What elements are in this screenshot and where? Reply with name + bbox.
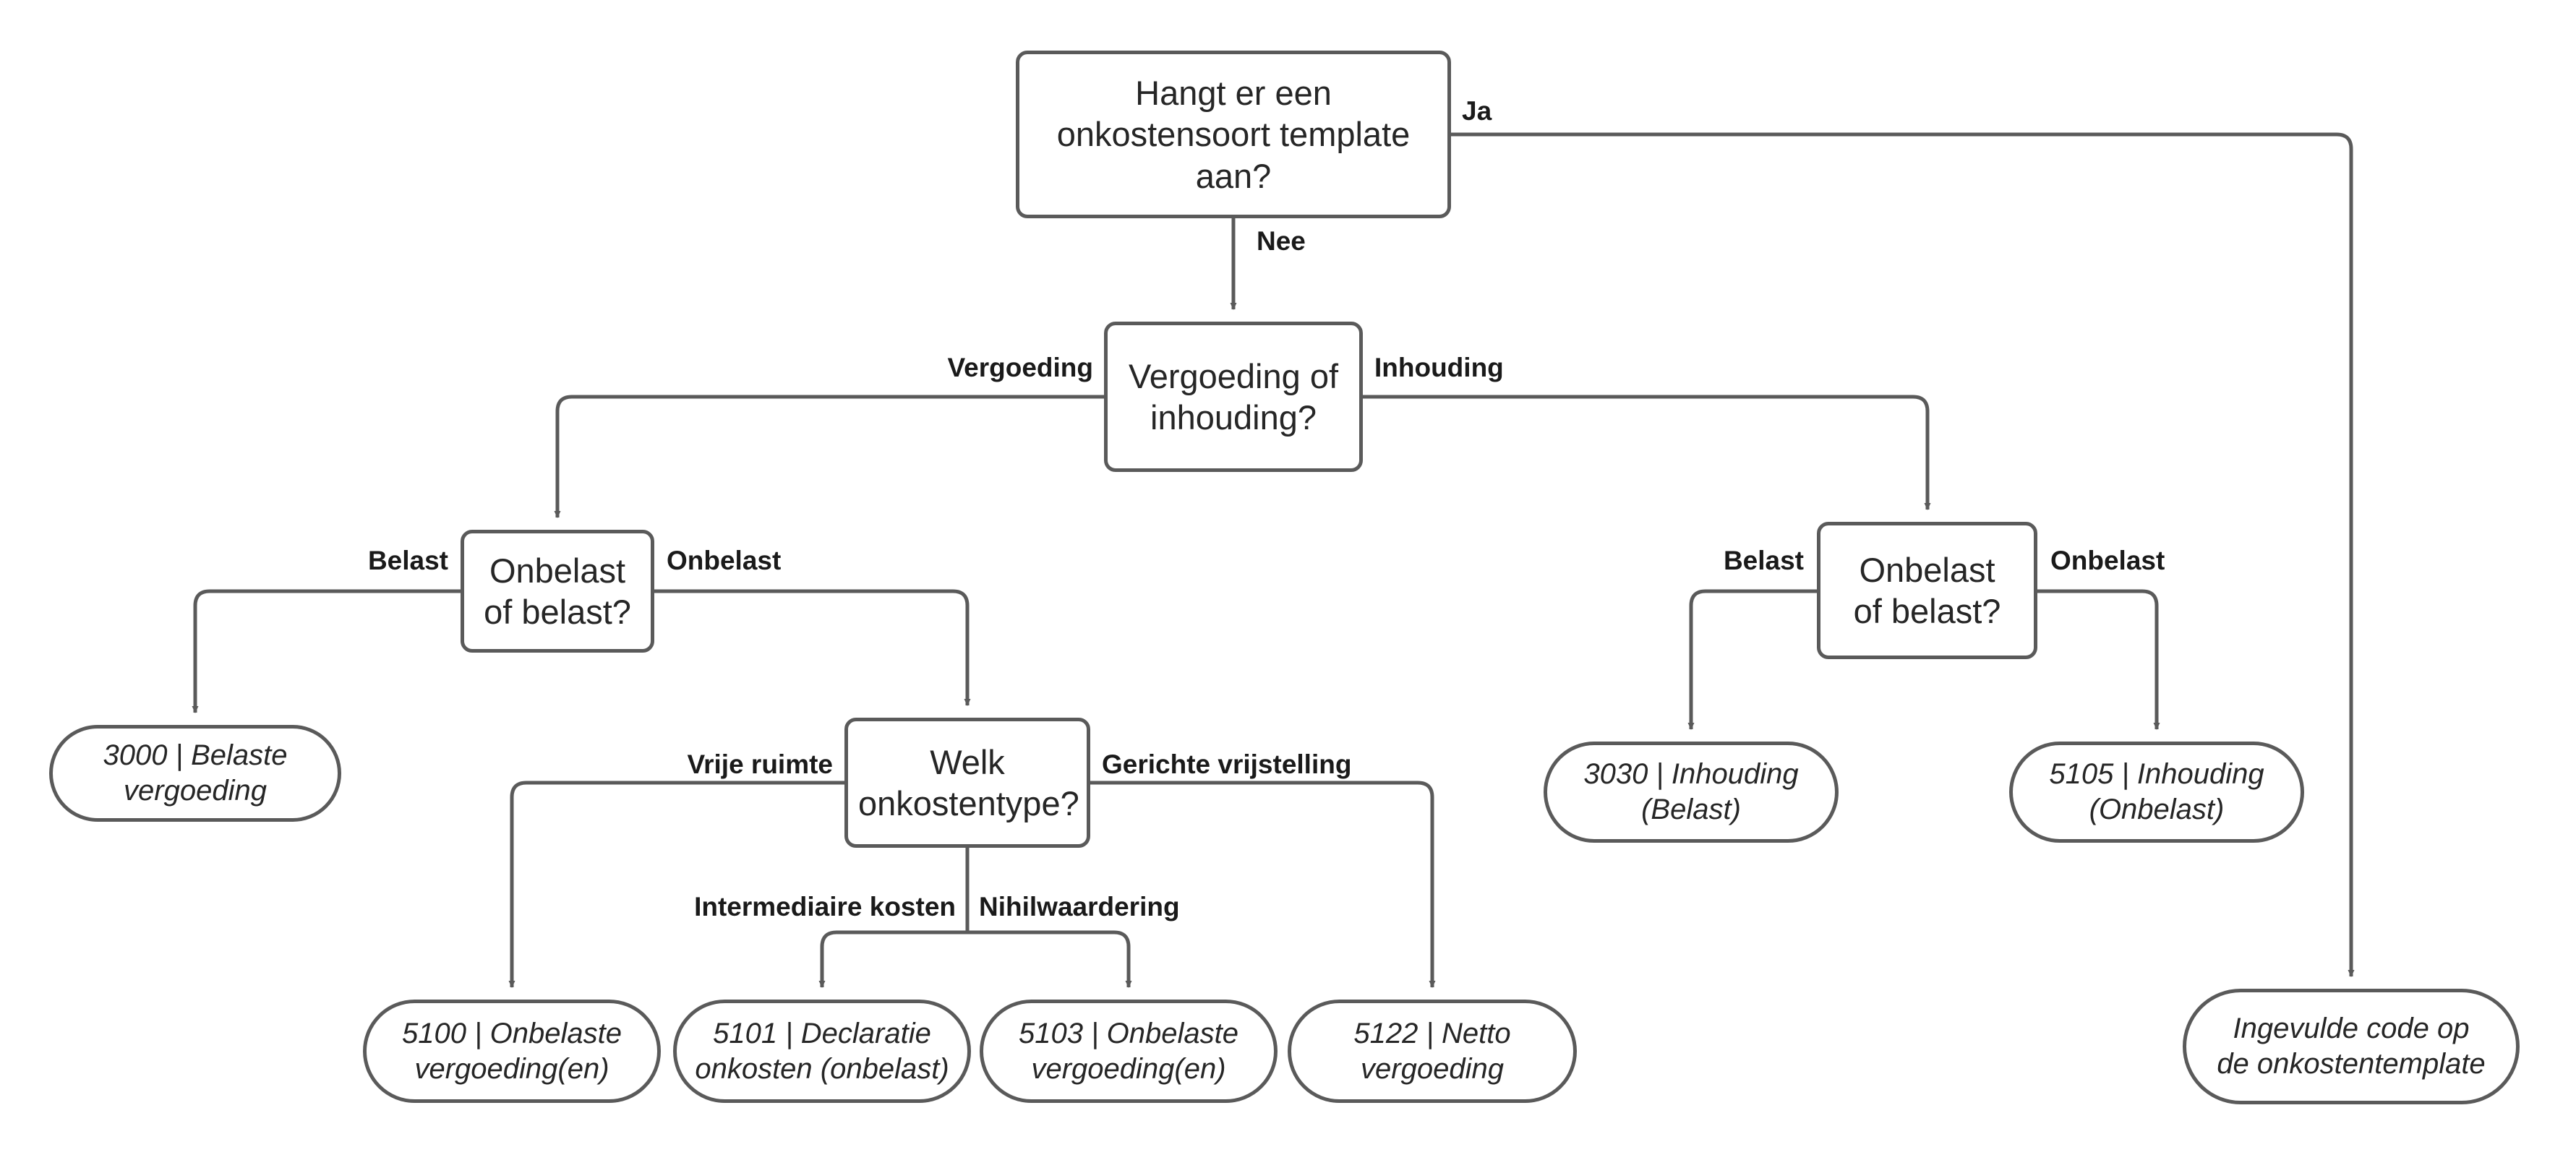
node-outcome-5105[interactable]: 5105 | Inhouding (Onbelast): [2009, 742, 2304, 843]
edge-label-onbelast-right: Onbelast: [2050, 546, 2165, 575]
edge-gerichte-vrijstelling: [1090, 781, 1436, 988]
node-outcome-5103[interactable]: 5103 | Onbelaste vergoeding(en): [980, 1000, 1278, 1103]
edge-label-gerichte-vrijstelling: Gerichte vrijstelling: [1102, 749, 1352, 779]
node-outcome-onkostentemplate[interactable]: Ingevulde code op de onkostentemplate: [2183, 989, 2520, 1104]
edge-root-ja: [1451, 132, 2355, 977]
edge-label-vrije-ruimte: Vrije ruimte: [687, 749, 833, 779]
edge-label-inhouding: Inhouding: [1374, 353, 1504, 382]
node-outcome-5101-text: 5101 | Declaratie onkosten (onbelast): [695, 1017, 949, 1085]
node-outcome-5122-text: 5122 | Netto vergoeding: [1353, 1017, 1511, 1085]
node-outcome-3000-text: 3000 | Belaste vergoeding: [103, 739, 288, 807]
node-welk-onkostentype-text: Welk onkostentype?: [858, 742, 1079, 822]
node-outcome-3030-text: 3030 | Inhouding (Belast): [1583, 758, 1799, 825]
edge-onbelast-right: [2037, 589, 2160, 730]
edge-label-vergoeding: Vergoeding: [947, 353, 1093, 382]
edge-label-belast-left: Belast: [367, 546, 448, 575]
edge-vrije-ruimte: [508, 781, 844, 988]
node-outcome-5105-text: 5105 | Inhouding (Onbelast): [2049, 758, 2264, 825]
node-root-question[interactable]: Hangt er een onkostensoort template aan?: [1016, 51, 1451, 218]
node-outcome-5103-text: 5103 | Onbelaste vergoeding(en): [1019, 1017, 1238, 1085]
node-root-question-text: Hangt er een onkostensoort template aan?: [1056, 74, 1411, 195]
edge-intermediaire-kosten: [818, 930, 967, 988]
node-vergoeding-of-inhouding[interactable]: Vergoeding of inhouding?: [1104, 322, 1363, 472]
node-outcome-5100[interactable]: 5100 | Onbelaste vergoeding(en): [363, 1000, 661, 1103]
edge-belast-left: [192, 589, 461, 713]
edge-onbelast-left: [654, 589, 971, 706]
edge-label-ja: Ja: [1462, 96, 1492, 126]
edge-inhouding: [1363, 395, 1931, 510]
node-onbelast-of-belast-left-text: Onbelast of belast?: [484, 551, 631, 631]
node-outcome-3030[interactable]: 3030 | Inhouding (Belast): [1544, 742, 1839, 843]
node-welk-onkostentype[interactable]: Welk onkostentype?: [844, 718, 1090, 848]
node-outcome-5100-text: 5100 | Onbelaste vergoeding(en): [402, 1017, 622, 1085]
edge-label-onbelast-left: Onbelast: [667, 546, 782, 575]
edge-vergoeding: [554, 395, 1104, 518]
node-outcome-onkostentemplate-text: Ingevulde code op de onkostentemplate: [2217, 1013, 2486, 1080]
node-outcome-3000[interactable]: 3000 | Belaste vergoeding: [49, 725, 341, 822]
edge-label-nee: Nee: [1257, 226, 1306, 256]
edge-label-nihilwaardering: Nihilwaardering: [979, 892, 1180, 921]
edge-nihilwaardering: [967, 930, 1132, 988]
node-onbelast-of-belast-right[interactable]: Onbelast of belast?: [1817, 522, 2037, 659]
node-outcome-5101[interactable]: 5101 | Declaratie onkosten (onbelast): [673, 1000, 971, 1103]
node-outcome-5122[interactable]: 5122 | Netto vergoeding: [1288, 1000, 1577, 1103]
node-vergoeding-of-inhouding-text: Vergoeding of inhouding?: [1128, 356, 1339, 437]
edge-label-belast-right: Belast: [1723, 546, 1804, 575]
edge-label-intermediaire-kosten: Intermediaire kosten: [694, 892, 956, 921]
node-onbelast-of-belast-left[interactable]: Onbelast of belast?: [461, 530, 654, 653]
edge-belast-right: [1687, 589, 1817, 730]
node-onbelast-of-belast-right-text: Onbelast of belast?: [1853, 550, 2001, 630]
